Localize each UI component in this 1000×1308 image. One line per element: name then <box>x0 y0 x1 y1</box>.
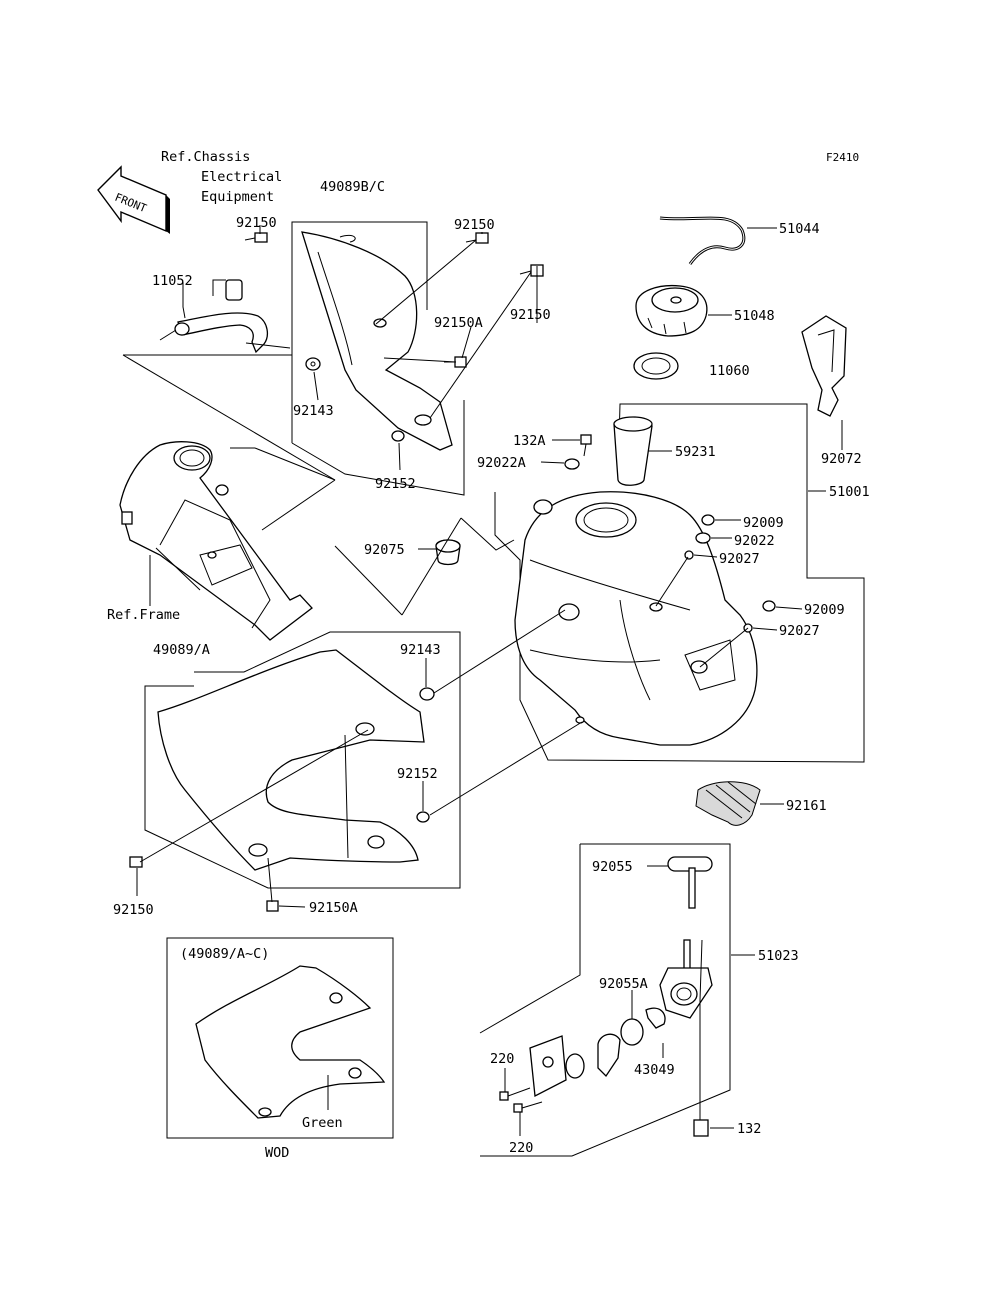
nut-icon <box>701 514 715 526</box>
part-label: 92150A <box>309 900 358 916</box>
gasket-11060 <box>633 352 679 380</box>
part-label: 51048 <box>734 308 775 324</box>
part-label: 11052 <box>152 273 193 289</box>
part-label: 92075 <box>364 542 405 558</box>
strap-92072 <box>801 315 847 450</box>
bolt-icon <box>129 856 143 868</box>
bracket-11052 <box>159 279 269 354</box>
screw-icon <box>580 434 592 457</box>
part-label: 51001 <box>829 484 870 500</box>
nut-icon <box>416 811 430 823</box>
green-label: Green <box>302 1115 343 1131</box>
part-label: 92143 <box>293 403 334 419</box>
part-label: 92150 <box>510 307 551 323</box>
part-label: 92022 <box>734 533 775 549</box>
figure-code: F2410 <box>826 151 859 164</box>
part-label: 43049 <box>634 1062 675 1078</box>
part-label: 92022A <box>477 455 526 471</box>
ref-chassis-line-2: Electrical <box>201 169 282 185</box>
part-label: 92161 <box>786 798 827 814</box>
part-label: 92150 <box>113 902 154 918</box>
wod-label: WOD <box>265 1145 289 1161</box>
part-label: 92152 <box>397 766 438 782</box>
part-label: 92009 <box>804 602 845 618</box>
ref-chassis-line-3: Equipment <box>201 189 274 205</box>
part-label: 132 <box>737 1121 761 1137</box>
part-label: 220 <box>490 1051 514 1067</box>
frame-section <box>119 441 336 641</box>
wod-box <box>166 937 394 1139</box>
front-arrow-icon: FRONT <box>97 165 170 234</box>
part-label: 92009 <box>743 515 784 531</box>
hose-51044 <box>659 216 777 265</box>
nut-icon <box>391 430 405 442</box>
washer-icon <box>419 687 435 701</box>
bolt-icon <box>244 232 268 243</box>
nut-icon <box>762 600 776 612</box>
part-label: 92143 <box>400 642 441 658</box>
bolt-icon <box>465 232 489 244</box>
filter-59231 <box>613 416 672 486</box>
bolt-icon <box>519 264 544 277</box>
part-label: 92152 <box>375 476 416 492</box>
damper-92075 <box>334 517 515 616</box>
nut-icon <box>684 550 694 560</box>
part-label: 92072 <box>821 451 862 467</box>
part-label: 92055 <box>592 859 633 875</box>
part-label: 11060 <box>709 363 750 379</box>
part-label: 92150 <box>236 215 277 231</box>
part-label: 92150A <box>434 315 483 331</box>
shroud-49089A <box>144 631 461 889</box>
part-label: 92055A <box>599 976 648 992</box>
pad-92161 <box>695 781 784 826</box>
washer-icon <box>305 357 321 371</box>
part-label: 132A <box>513 433 546 449</box>
part-label: 59231 <box>675 444 716 460</box>
part-label: 51044 <box>779 221 820 237</box>
bolt-icon <box>266 900 279 912</box>
washer-icon <box>695 532 711 544</box>
ref-chassis-line-1: Ref.Chassis <box>161 149 250 165</box>
part-label: 49089/A <box>153 642 210 658</box>
wod-box-title: (49089/A~C) <box>180 946 269 962</box>
part-label: 51023 <box>758 948 799 964</box>
part-label: 220 <box>509 1140 533 1156</box>
part-label: 49089B/C <box>320 179 385 195</box>
part-label: 92027 <box>719 551 760 567</box>
fuel-cap <box>635 284 732 337</box>
part-label: 92027 <box>779 623 820 639</box>
part-label: 92150 <box>454 217 495 233</box>
ref-frame-label: Ref.Frame <box>107 607 180 623</box>
shroud-bracket-group <box>291 221 465 496</box>
washer-icon <box>564 458 580 470</box>
fuel-cock-group <box>479 843 755 1157</box>
